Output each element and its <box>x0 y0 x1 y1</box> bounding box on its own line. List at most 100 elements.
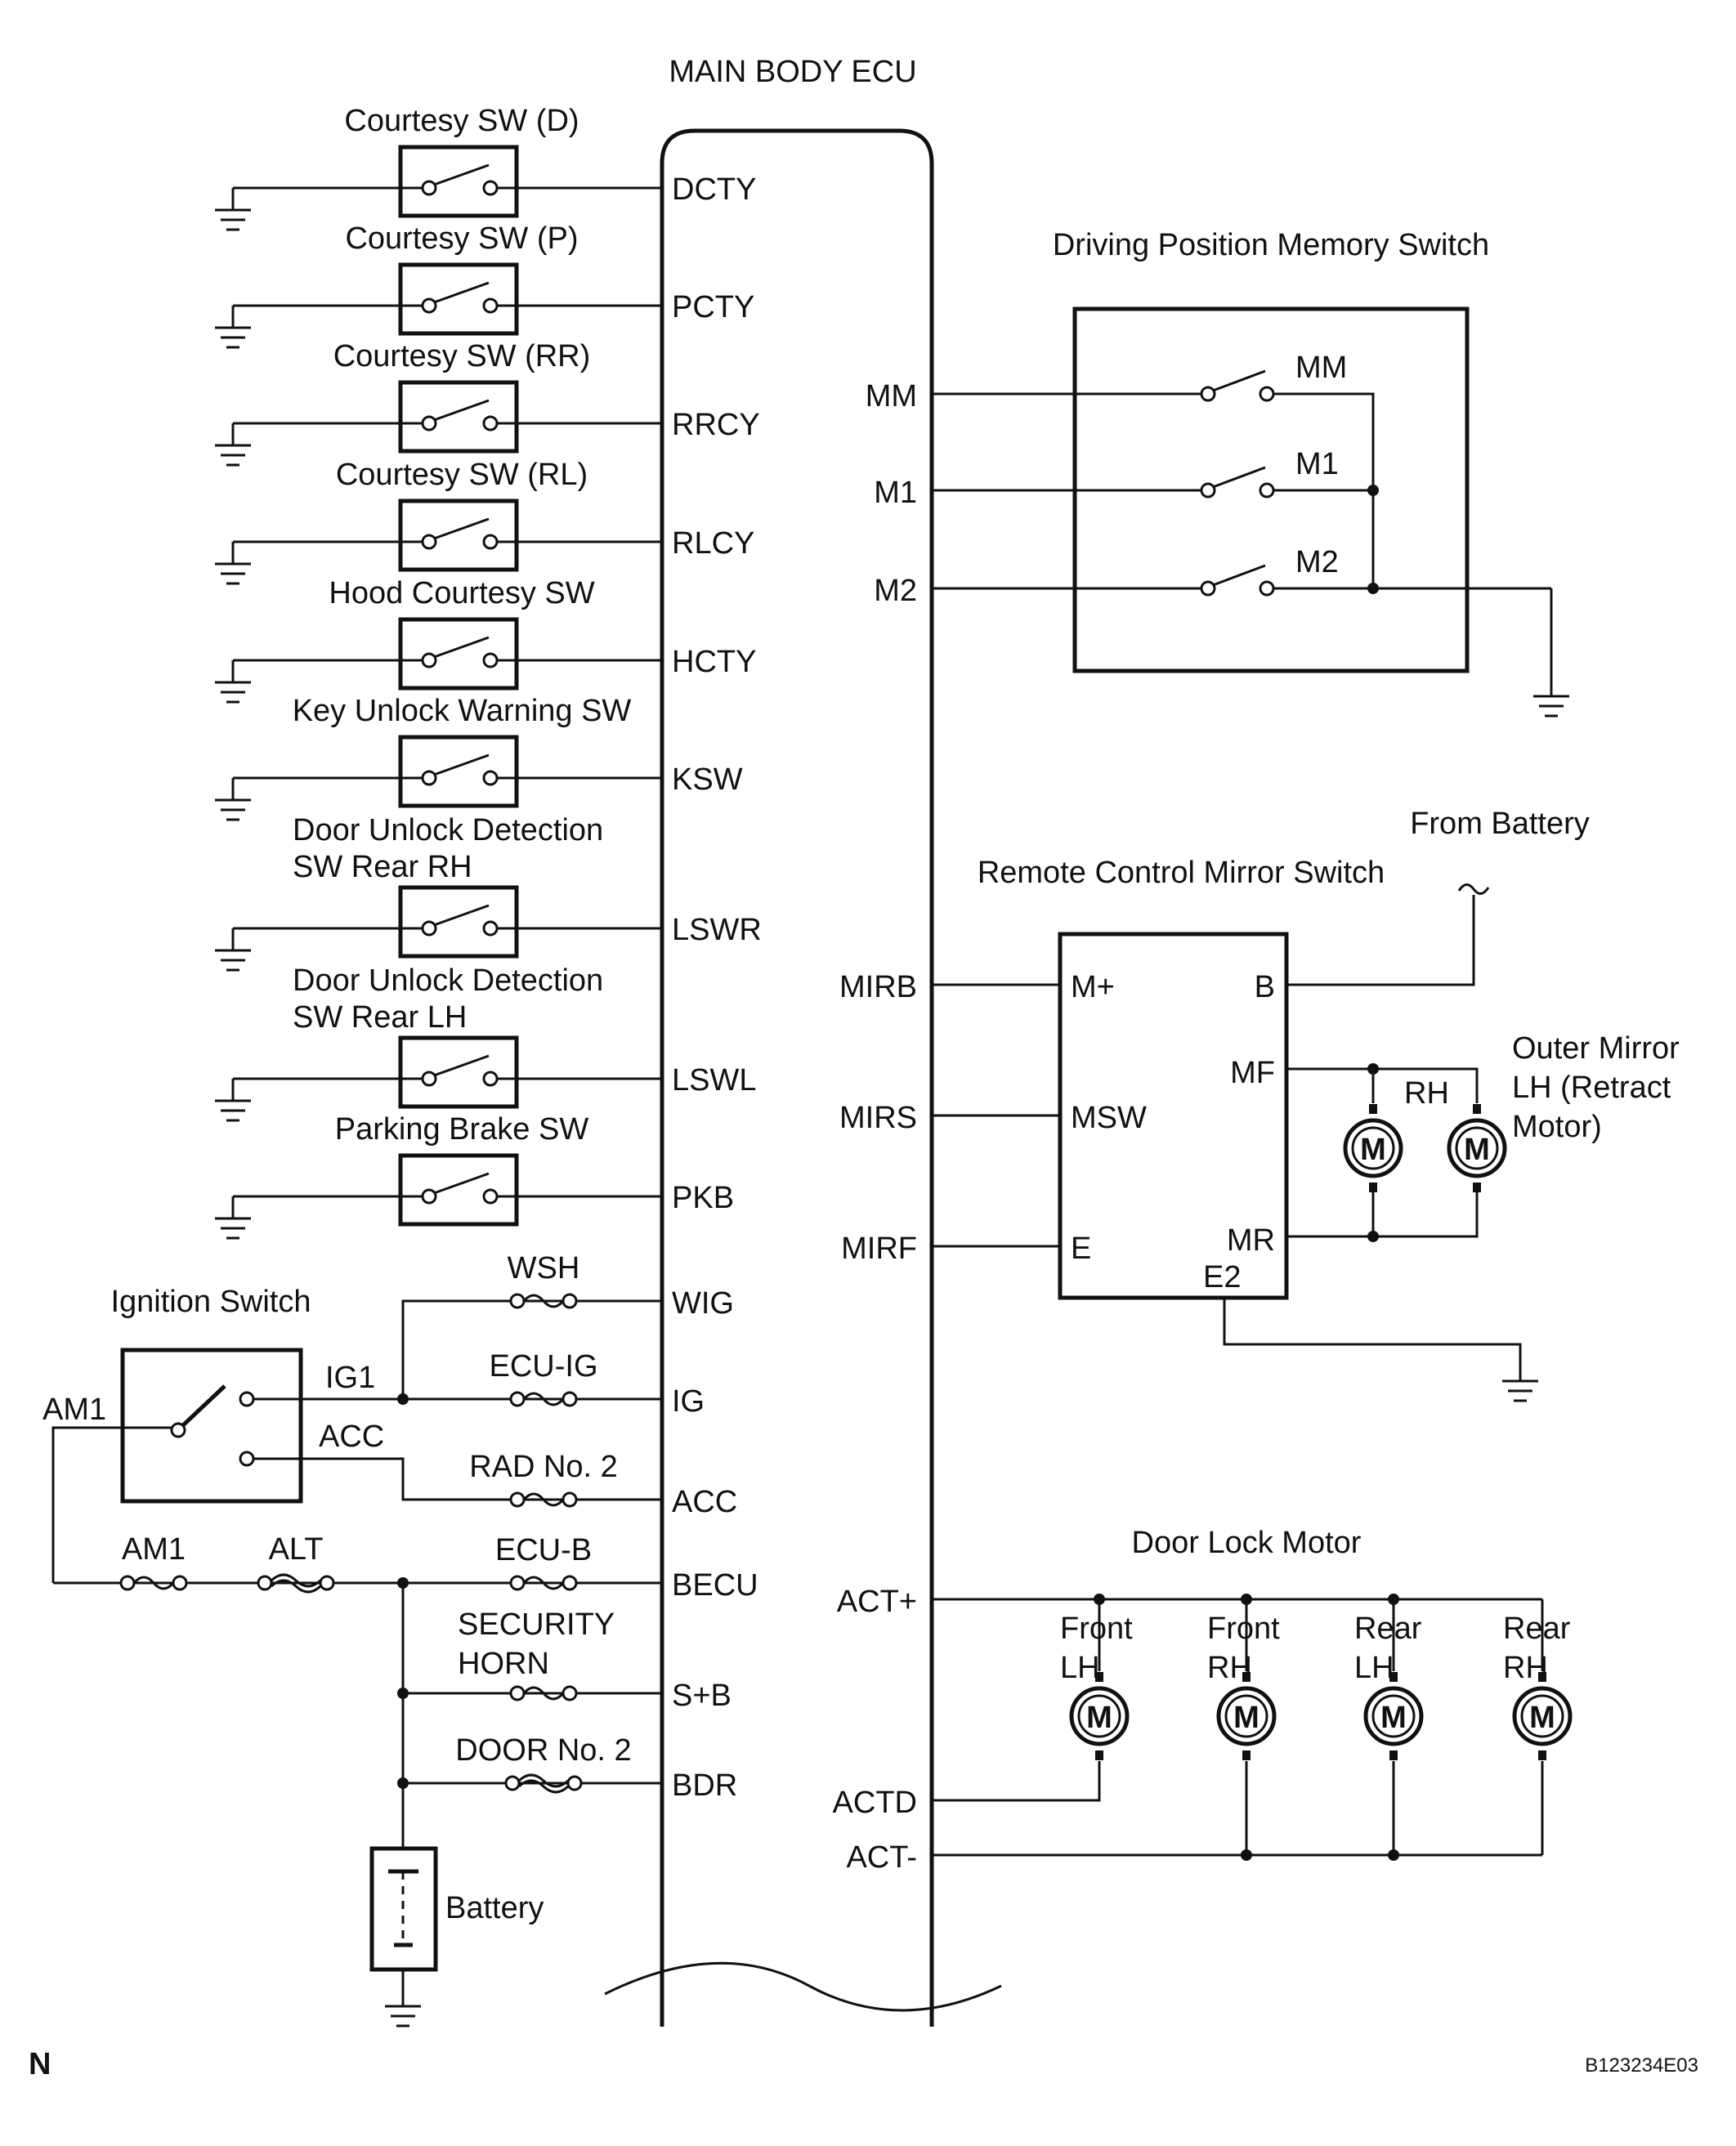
switch-box <box>398 885 519 959</box>
memory-switch-title: Driving Position Memory Switch <box>1053 228 1489 262</box>
junction-dot <box>397 1688 409 1699</box>
motor-icon <box>1389 1672 1398 1682</box>
ecu-pin: ACT- <box>846 1840 917 1875</box>
acc-label: ACC <box>319 1419 384 1454</box>
switch-label: Key Unlock Warning SW <box>293 694 632 728</box>
switch-contact-icon <box>1200 482 1216 498</box>
battery-label: Battery <box>445 1891 544 1925</box>
motor-icon <box>1242 1750 1251 1760</box>
ecu-pin: WIG <box>672 1286 734 1321</box>
from-battery-label: From Battery <box>1410 807 1590 841</box>
wire <box>1273 392 1375 588</box>
motor-icon <box>1455 1126 1499 1170</box>
switch-blade-icon <box>433 163 490 186</box>
ecu-pin: RRCY <box>672 408 760 442</box>
switch-contact-icon <box>482 297 499 314</box>
fuse-label: DOOR No. 2 <box>455 1733 631 1768</box>
switch-contact-icon <box>421 415 437 431</box>
junction-dot <box>1388 1594 1399 1605</box>
fuse-icon <box>509 1391 526 1407</box>
ecu-pin: HCTY <box>672 645 756 679</box>
junction-dot <box>397 1577 409 1589</box>
mirror-terminal: M+ <box>1071 970 1115 1004</box>
switch-box <box>398 1153 519 1227</box>
fuse-label: ECU-IG <box>490 1349 598 1384</box>
switch-box <box>398 1035 519 1109</box>
switch-contact-icon <box>482 920 499 937</box>
ecu-pin: ACT+ <box>837 1585 917 1619</box>
switch-blade-icon <box>433 281 490 304</box>
motor-icon <box>1473 1104 1481 1114</box>
switch-label: Courtesy SW (RR) <box>333 339 591 373</box>
wire <box>932 1761 1101 1802</box>
motor-icon <box>1520 1694 1564 1738</box>
junction-dot <box>1241 1849 1252 1861</box>
switch-contact-icon <box>421 1188 437 1205</box>
switch-blade-icon <box>1212 369 1266 392</box>
motor-label: M <box>1233 1701 1259 1735</box>
switch-box <box>398 617 519 691</box>
switch-contact-icon <box>482 180 499 196</box>
ecu-pin: S+B <box>672 1679 732 1713</box>
fuse-icon <box>522 1392 565 1406</box>
motor-icon <box>1369 1104 1377 1114</box>
switch-label: Hood Courtesy SW <box>329 576 594 610</box>
switch-contact-icon <box>421 1071 437 1087</box>
fuse-icon <box>172 1575 188 1591</box>
rh-label: RH <box>1404 1076 1449 1111</box>
junction-dot <box>1367 1063 1379 1075</box>
switch-contact-icon <box>1259 386 1275 402</box>
switch-label: Courtesy SW (D) <box>344 104 579 138</box>
ecu-pin: M1 <box>874 476 917 510</box>
motor-icon <box>1242 1672 1251 1682</box>
ecu-pin: IG <box>672 1384 705 1419</box>
switch-blade-icon <box>433 1172 490 1195</box>
motor-icon <box>1077 1694 1121 1738</box>
ecu-pin: BECU <box>672 1568 758 1603</box>
motor-label: M <box>1360 1133 1386 1167</box>
switch-contact-icon <box>421 534 437 550</box>
memory-switch-terminal: M1 <box>1295 447 1339 481</box>
ecu-pin: BDR <box>672 1768 737 1803</box>
wire <box>1286 895 1475 986</box>
junction-dot <box>1094 1594 1105 1605</box>
fuse-icon <box>119 1575 136 1591</box>
switch-contact-icon <box>482 534 499 550</box>
wire <box>1373 1067 1479 1103</box>
junction-dot <box>1367 485 1379 496</box>
am1-terminal-label: AM1 <box>43 1393 106 1427</box>
ecu-pin: KSW <box>672 762 743 797</box>
fusible-link-icon <box>257 1575 273 1591</box>
motor-icon <box>1095 1672 1103 1682</box>
wire <box>1223 1298 1522 1381</box>
switch-blade-icon <box>1212 466 1266 489</box>
corner-left-label: N <box>29 2047 51 2081</box>
ecu-pin: LSWR <box>672 913 762 947</box>
switch-box <box>398 145 519 218</box>
ecu-pin: MM <box>866 379 917 414</box>
switch-contact-icon <box>239 1451 255 1467</box>
switch-contact-icon <box>1200 386 1216 402</box>
switch-box <box>398 498 519 572</box>
am1-fuse-label: AM1 <box>122 1532 186 1567</box>
motor-label: M <box>1529 1701 1555 1735</box>
mirror-terminal: MF <box>1230 1056 1275 1090</box>
fusible-link-icon <box>566 1775 583 1791</box>
switch-contact-icon <box>170 1422 186 1438</box>
motor-icon <box>1389 1750 1398 1760</box>
switch-contact-icon <box>421 920 437 937</box>
switch-contact-icon <box>482 415 499 431</box>
fuse-icon <box>522 1294 565 1308</box>
ecu-break-line <box>604 1961 1002 2012</box>
ig1-label: IG1 <box>325 1361 375 1395</box>
fuse-label: WSH <box>508 1251 580 1285</box>
junction-dot <box>1388 1849 1399 1861</box>
fuse-icon <box>562 1391 578 1407</box>
switch-box <box>398 262 519 336</box>
ecu-pin: ACC <box>672 1485 737 1519</box>
